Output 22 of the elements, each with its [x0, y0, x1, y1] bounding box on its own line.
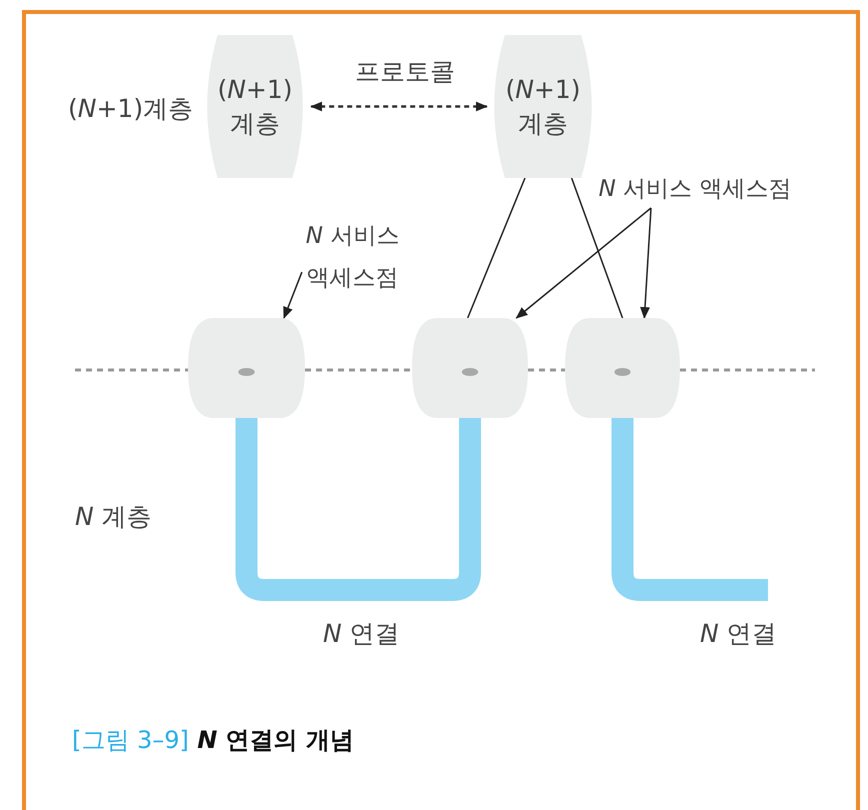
connector-line — [466, 178, 526, 318]
layer-label: (N+1) 계층 — [504, 74, 582, 140]
dotted-line — [528, 368, 565, 372]
dotted-line — [305, 368, 412, 372]
dotted-line — [680, 368, 815, 372]
access-point-box — [412, 318, 528, 418]
layer-name: N 계층 — [75, 501, 152, 533]
dotted-line — [310, 102, 488, 112]
access-point-box — [565, 318, 680, 418]
figure-caption: [그림 3–9] N 연결의 개념 — [72, 725, 354, 756]
connection-pipe — [236, 418, 481, 601]
access-point-box — [188, 318, 305, 418]
arrow — [283, 272, 303, 319]
callout-text: N 서비스 액세스점 — [295, 215, 410, 307]
arrow — [640, 208, 652, 319]
arrow — [516, 207, 652, 319]
callout-text: N 서비스 액세스점 — [585, 168, 805, 208]
layer-name: (N+1)계층 — [68, 93, 194, 125]
connection-pipe — [612, 418, 768, 601]
connector-line — [570, 178, 624, 318]
layer-label: (N+1) 계층 — [216, 74, 294, 140]
dotted-line — [75, 368, 188, 372]
